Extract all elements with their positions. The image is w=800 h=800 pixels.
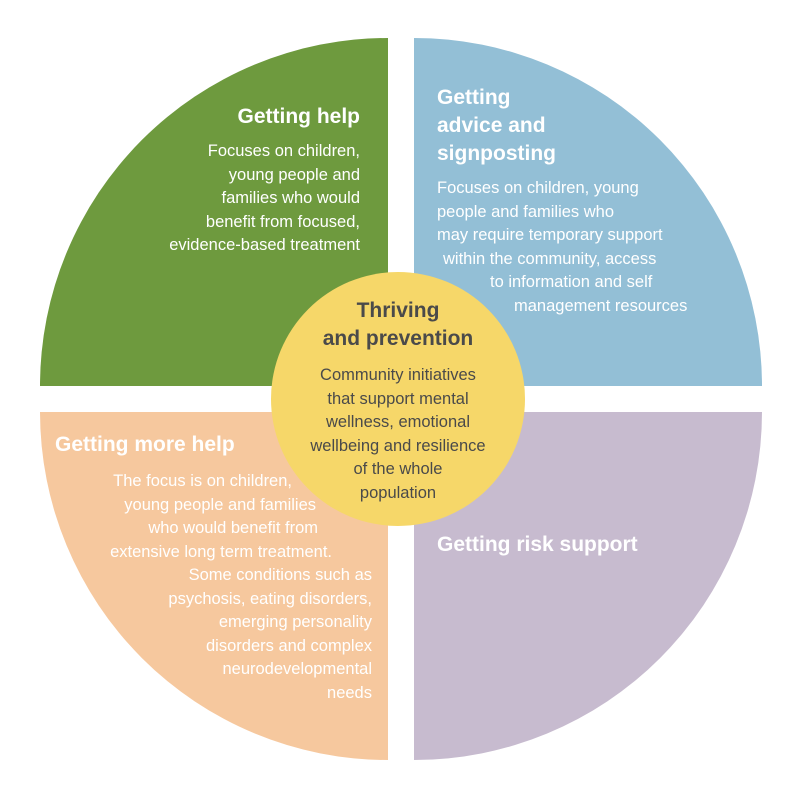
advice-description: Focuses on children, young people and fa…	[437, 177, 687, 318]
getting-help-title: Getting help	[237, 105, 361, 128]
more-help-line: neurodevelopmental	[222, 660, 372, 678]
advice-title: Getting advice and signposting	[437, 84, 556, 168]
advice-title-line: Getting	[437, 86, 511, 109]
getting-help-line: families who would	[221, 189, 360, 207]
risk-support-title: Getting risk support	[437, 533, 638, 556]
more-help-line: young people and families	[124, 495, 316, 514]
advice-line: people and families who	[437, 202, 615, 221]
thriving-title-line: Thriving	[356, 299, 440, 322]
advice-line: may require temporary support	[437, 226, 663, 244]
more-help-line: needs	[327, 683, 372, 702]
advice-line: Focuses on children, young	[437, 179, 639, 197]
getting-help-line: evidence-based treatment	[169, 236, 360, 254]
advice-title-line: signposting	[437, 142, 556, 165]
thriving-line: that support mental	[327, 389, 469, 408]
more-help-line: Some conditions such as	[188, 566, 372, 584]
advice-title-line: advice and	[437, 114, 546, 137]
getting-help-description: Focuses on children, young people and fa…	[169, 140, 360, 258]
advice-line: to information and self	[490, 273, 653, 291]
thriving-line: of the whole	[353, 460, 443, 478]
more-help-line: disorders and complex	[206, 636, 372, 655]
getting-help-quadrant	[40, 38, 388, 386]
more-help-title: Getting more help	[55, 433, 235, 456]
more-help-quadrant	[40, 412, 388, 760]
thriving-title: Thriving and prevention	[271, 297, 525, 353]
more-help-line: who would benefit from	[148, 519, 318, 537]
getting-help-line: young people and	[228, 165, 360, 184]
more-help-line: emerging personality	[218, 613, 372, 631]
more-help-description: The focus is on children, young people a…	[110, 470, 372, 705]
thriving-line: population	[359, 483, 437, 502]
thriving-line: wellness, emotional	[326, 413, 470, 431]
more-help-line: psychosis, eating disorders,	[168, 589, 372, 608]
more-help-line: extensive long term treatment.	[110, 542, 332, 561]
risk-support-quadrant	[414, 412, 762, 760]
more-help-line: The focus is on children,	[113, 472, 292, 490]
thriving-circle	[271, 272, 525, 526]
thriving-description: Community initiatives that support menta…	[271, 364, 525, 505]
advice-line: management resources	[514, 296, 688, 315]
getting-help-line: benefit from focused,	[205, 212, 360, 231]
getting-help-line: Focuses on children,	[207, 142, 360, 160]
advice-line: within the community, access	[443, 249, 657, 268]
thriving-line: Community initiatives	[320, 366, 476, 384]
advice-quadrant	[414, 38, 762, 386]
thriving-title-line: and prevention	[322, 327, 474, 350]
thriving-line: wellbeing and resilience	[310, 436, 486, 455]
